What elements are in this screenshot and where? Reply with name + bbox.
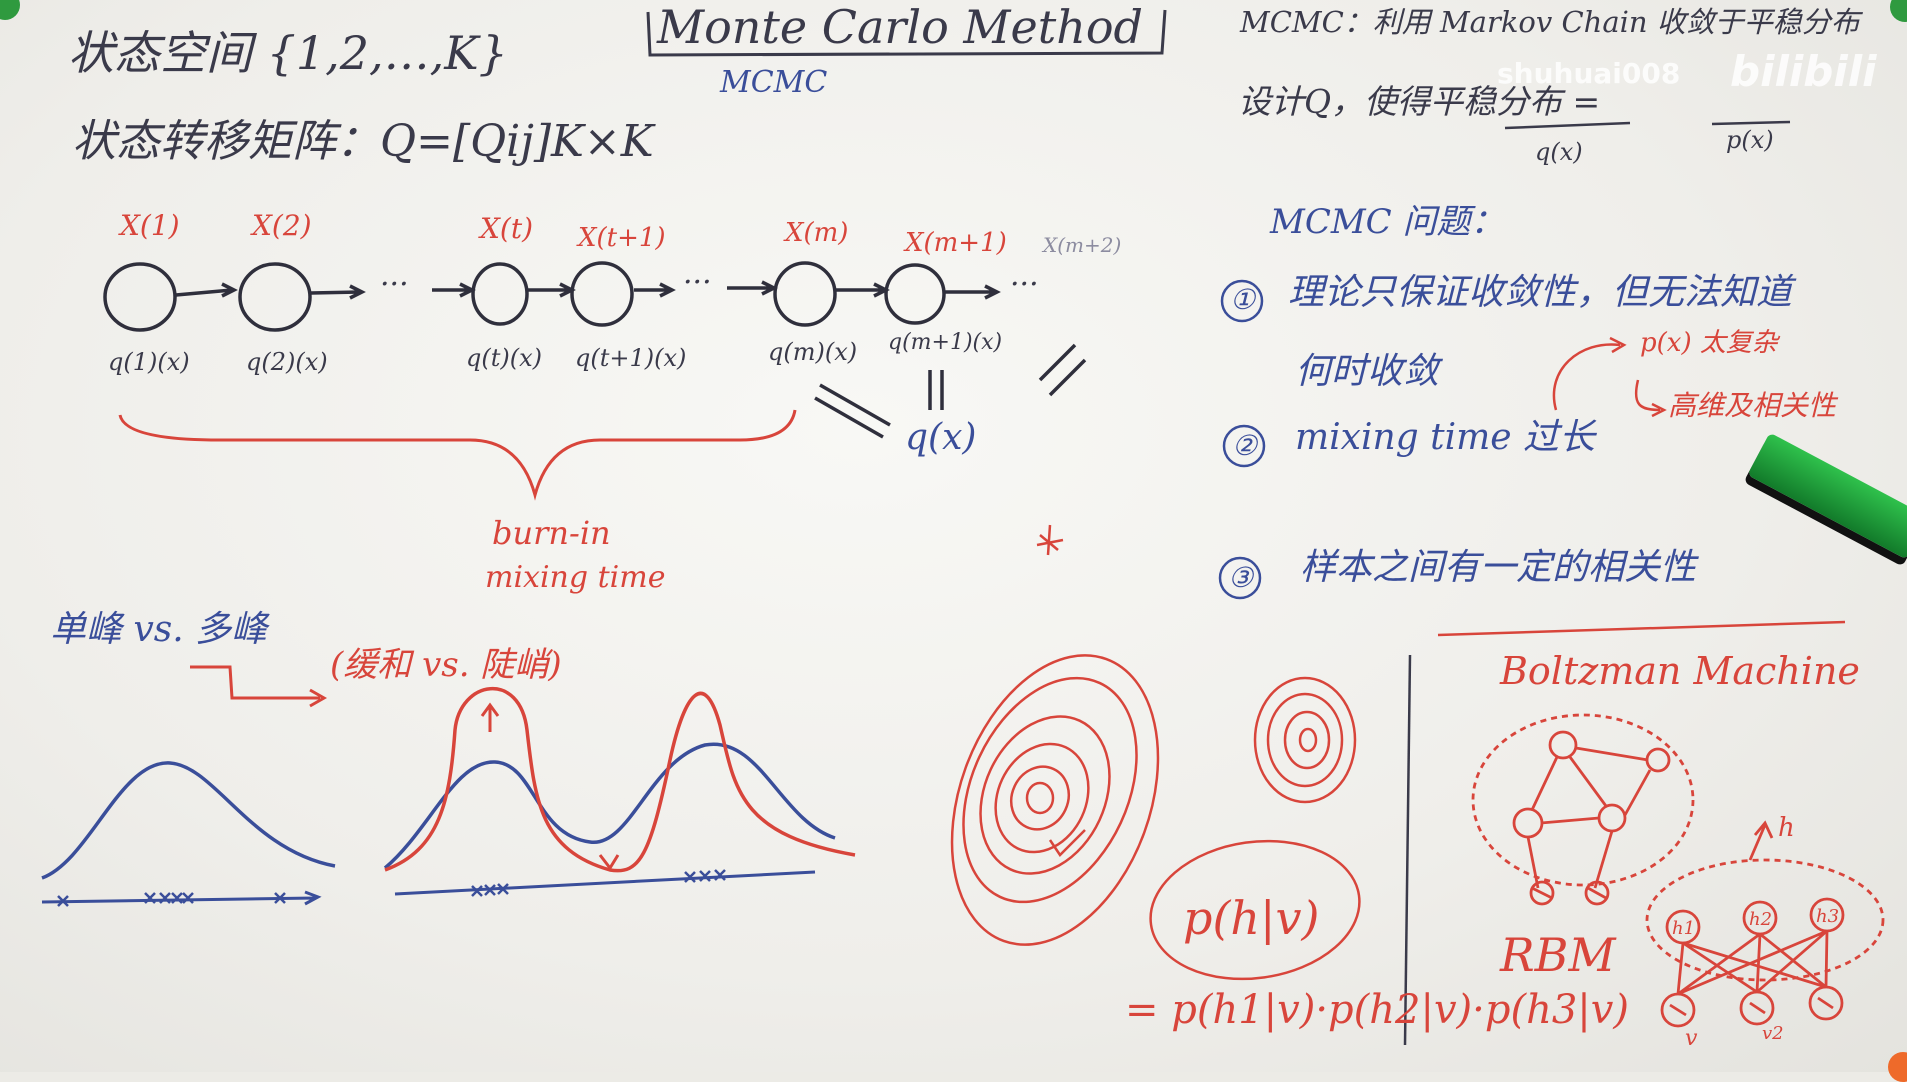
red-cross-mark <box>1036 524 1064 556</box>
state-label-m2: X(m+2) <box>1043 233 1122 257</box>
problem-3-number: ③ <box>1228 561 1254 594</box>
boltzmann-title: Boltzman Machine <box>1500 649 1860 693</box>
problem-2-note-highdim: 高维及相关性 <box>1668 389 1837 422</box>
state-node-t1 <box>570 261 634 327</box>
dist-label-m: q(m)(x) <box>768 338 858 366</box>
p-x-label: p(x) <box>1726 126 1774 154</box>
chain-dots-1: ··· <box>380 267 409 302</box>
factorized-posterior: = p(h1|v)·p(h2|v)·p(h3|v) <box>1125 987 1629 1033</box>
dist-label-1: q(1)(x) <box>108 348 190 376</box>
problem-1-text-cont: 何时收敛 <box>1295 351 1440 392</box>
magnet-top-right <box>1890 0 1907 22</box>
bimodal-curve-red <box>384 687 856 873</box>
divider-vertical <box>1403 654 1412 1046</box>
stationary-dist-label: q(x) <box>905 417 977 458</box>
bimodal-axis <box>394 870 816 896</box>
complexity-arrows <box>1552 336 1667 418</box>
state-space-label: 状态空间 {1,2,…,K} <box>68 26 508 80</box>
state-label-t: X(t) <box>480 212 534 245</box>
rbm-graph <box>1531 820 1885 1028</box>
divider-horizontal <box>1437 620 1846 637</box>
state-node-1 <box>103 262 177 332</box>
transition-matrix-label: 状态转移矩阵：Q=[Qij]K×K <box>72 116 654 167</box>
modes-arrow <box>190 665 328 708</box>
magnet-top-left <box>0 0 20 20</box>
state-label-2: X(2) <box>252 209 312 242</box>
state-label-t1: X(t+1) <box>578 223 666 253</box>
boltzmann-graph <box>1471 713 1695 906</box>
design-q-label: 设计Q，使得平稳分布 = <box>1238 82 1601 121</box>
rbm-node-h2: h2 <box>1749 909 1773 930</box>
burn-in-brace <box>118 409 797 501</box>
rbm-node-h3: h3 <box>1816 906 1840 927</box>
posterior-label: p(h|v) <box>1183 891 1320 945</box>
problem-2-number: ② <box>1232 429 1258 462</box>
dist-label-t1: q(t+1)(x) <box>575 344 687 372</box>
mcmc-definition: MCMC：利用 Markov Chain 收敛于平稳分布 <box>1240 5 1860 39</box>
unimodal-curve <box>41 761 336 880</box>
state-label-1: X(1) <box>120 209 180 242</box>
burn-in-label: burn-in <box>492 514 611 552</box>
problem-1-text: 理论只保证收敛性，但无法知道 <box>1288 272 1793 313</box>
contour-plot-small <box>1149 676 1361 981</box>
q-x-denominator: q(x) <box>1535 138 1583 166</box>
mixing-time-label: mixing time <box>485 560 666 595</box>
problem-3-text: 样本之间有一定的相关性 <box>1300 547 1697 588</box>
dist-label-t: q(t)(x) <box>466 344 542 372</box>
problems-title: MCMC 问题： <box>1270 202 1505 242</box>
page-subtitle: MCMC <box>720 65 828 100</box>
magnet-bottom-right <box>1888 1052 1907 1082</box>
steep-arrow <box>480 702 500 732</box>
rbm-visible-label: v <box>1685 1026 1698 1051</box>
problem-2-text: mixing time 过长 <box>1295 417 1596 458</box>
problem-2-note-complex: p(x) 太复杂 <box>1640 328 1778 358</box>
title-box <box>646 9 1167 57</box>
state-label-m: X(m) <box>785 218 849 248</box>
state-node-m1 <box>884 263 946 325</box>
state-node-t <box>471 262 529 326</box>
state-node-2 <box>238 262 312 332</box>
chain-dots-2: ··· <box>683 265 712 300</box>
problem-1-number: ① <box>1230 283 1256 316</box>
contour-plot-large <box>950 654 1160 946</box>
rbm-visible-label-2: v2 <box>1762 1023 1784 1044</box>
dist-label-2: q(2)(x) <box>246 348 328 376</box>
rbm-node-h1: h1 <box>1672 918 1696 939</box>
bimodal-curve-blue <box>383 742 836 870</box>
markov-chain <box>103 261 1087 439</box>
state-label-m1: X(m+1) <box>905 228 1007 258</box>
dist-label-m1: q(m+1)(x) <box>888 330 1003 355</box>
watermark-user: shuhuai008 <box>1497 57 1681 90</box>
problem-number-circles <box>1218 279 1266 600</box>
bilibili-logo: bilibili <box>1730 47 1877 96</box>
unimodal-samples <box>57 892 286 907</box>
rbm-hidden-arrow-label: h <box>1778 813 1795 843</box>
modes-label: 单峰 vs. 多峰 <box>50 609 268 650</box>
page-title: Monte Carlo Method <box>657 0 1143 54</box>
rbm-label: RBM <box>1500 928 1616 982</box>
state-node-m <box>773 261 837 327</box>
steepness-label: (缓和 vs. 陡峭) <box>330 645 562 685</box>
bimodal-samples <box>471 869 726 897</box>
chain-dots-3: ··· <box>1010 267 1039 302</box>
